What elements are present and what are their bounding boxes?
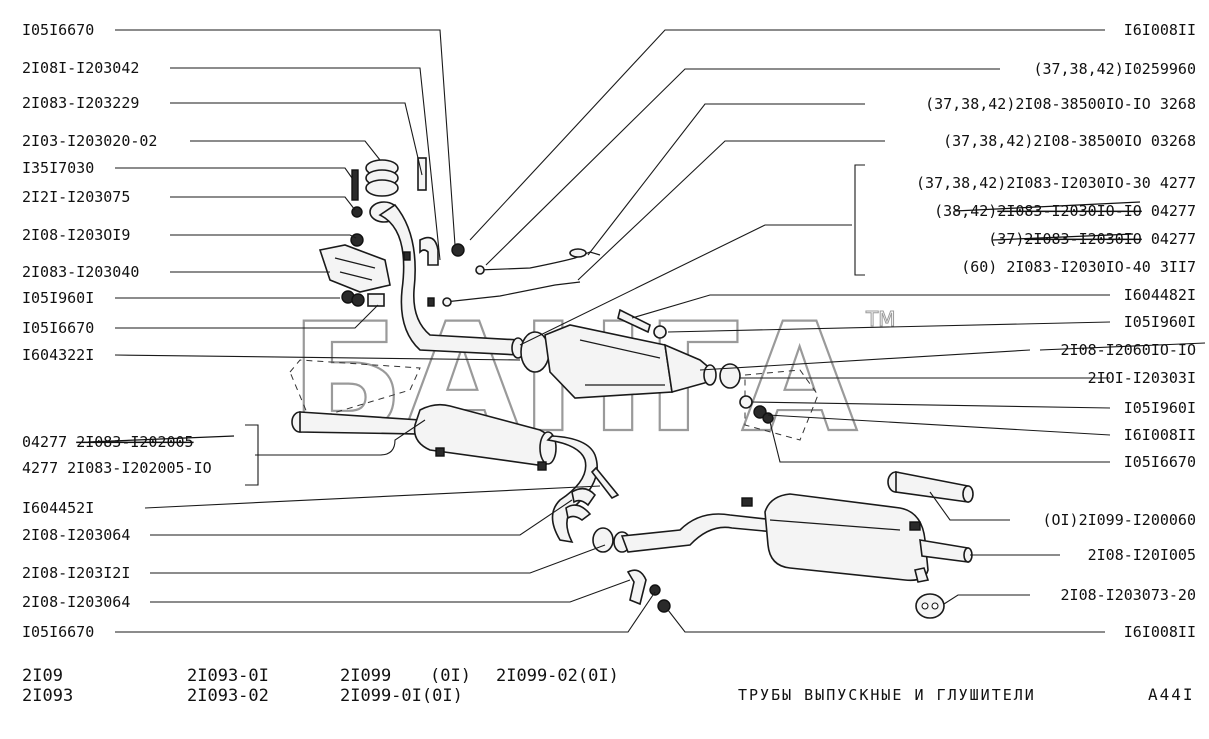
- model-code: 2I093: [22, 686, 73, 706]
- callout-label: I05I6670: [22, 21, 94, 39]
- callout-label: 2I083-I203040: [22, 263, 139, 281]
- bolt: [617, 308, 651, 334]
- leader-lines: [114, 29, 1111, 633]
- callout-label: 2I08-I203073-20: [1061, 586, 1196, 604]
- model-code: 2I093-02: [187, 686, 269, 706]
- model-code: 2I099: [340, 666, 391, 686]
- callout-label: 2I08-I203064: [22, 526, 130, 544]
- nut: [762, 412, 774, 424]
- dashed-frame-left: [289, 359, 421, 421]
- callout-label: I05I960I: [1124, 399, 1196, 417]
- rubber-hanger: [915, 593, 945, 619]
- callout-label: I05I960I: [22, 289, 94, 307]
- callout-label: I05I960I: [1124, 313, 1196, 331]
- callout-label: 2I08-I203OI9: [22, 226, 130, 244]
- hanger: [565, 504, 592, 521]
- nut: [451, 243, 465, 257]
- stud: [351, 169, 359, 201]
- variant-row: 04277 2I083-I202005: [22, 433, 194, 451]
- model-code: 2I09: [22, 666, 63, 686]
- catalytic-converter: [520, 324, 717, 399]
- right-labels: I6I008II (37,38,42)I0259960 (37,38,42)2I…: [925, 21, 1196, 641]
- variant-row: (37,38,42)2I083-I2030IO-30 4277: [916, 174, 1196, 192]
- page-title: ТРУБЫ ВЫПУСКНЫЕ И ГЛУШИТЕЛИ: [738, 686, 1036, 704]
- page-code: A44I: [1148, 685, 1195, 704]
- washer: [739, 395, 753, 409]
- exhaust-parts: [289, 157, 974, 619]
- callout-label: 2I08-I2060IO-IO: [1061, 341, 1196, 359]
- intermediate-pipe: [620, 513, 776, 553]
- callout-label: 2I03-I203020-02: [22, 132, 157, 150]
- small-nut: [427, 297, 435, 307]
- callout-label: 2I083-I203229: [22, 94, 139, 112]
- sensor-wire: [444, 281, 581, 303]
- callout-label: I604452I: [22, 499, 94, 517]
- elbow-tube: [419, 236, 439, 266]
- nut: [657, 599, 671, 613]
- front-muffler: [291, 403, 598, 544]
- hanger: [571, 487, 597, 507]
- variant-bracket-right: [854, 164, 865, 276]
- callout-label: I6I008II: [1124, 21, 1196, 39]
- callout-label: 2I2I-I203075: [22, 188, 130, 206]
- model-code: 2I099-02(0I): [496, 666, 619, 686]
- callout-label: I35I7030: [22, 159, 94, 177]
- rear-hanger: [626, 569, 647, 606]
- callout-label: 2I08-I203064: [22, 593, 130, 611]
- callout-label: I6I008II: [1124, 426, 1196, 444]
- callout-label: I05I6670: [22, 623, 94, 641]
- callout-label: I05I6670: [22, 319, 94, 337]
- variant-row: (60) 2I083-I2030IO-40 3II7: [961, 258, 1196, 276]
- struck-code: 2I083-I202005: [76, 433, 193, 451]
- small-nut: [403, 251, 411, 261]
- struck-code: 2I083-I2030IO: [1024, 230, 1141, 248]
- model-code: (0I): [430, 666, 471, 686]
- callout-label: I604322I: [22, 346, 94, 364]
- callout-label: 2I08-I20I005: [1088, 546, 1196, 564]
- callout-label: 2IOI-I20303I: [1088, 369, 1196, 387]
- callout-label: 2I08I-I203042: [22, 59, 139, 77]
- left-labels: I05I6670 2I08I-I203042 2I083-I203229 2I0…: [22, 21, 157, 641]
- bolt: [590, 466, 620, 500]
- struck-code: 2I083-I2030IO-IO: [997, 202, 1142, 220]
- model-code: 2I093-0I: [187, 666, 269, 686]
- callout-label: I6I008II: [1124, 623, 1196, 641]
- callout-label: (37,38,42)2I08-38500IO-IO 3268: [925, 95, 1196, 113]
- callout-label: (37,38,42)2I08-38500IO 03268: [943, 132, 1196, 150]
- variant-group-left: 04277 2I083-I202005 4277 2I083-I202005-I…: [22, 433, 235, 477]
- variant-row: 4277 2I083-I202005-IO: [22, 459, 212, 477]
- model-list: 2I09 2I093 2I093-0I 2I093-02 2I099 2I099…: [22, 666, 619, 706]
- rear-muffler: [741, 493, 973, 583]
- tail-pipe: [887, 471, 974, 503]
- variant-group-right: (37,38,42)2I083-I2030IO-30 4277 (38,42)2…: [916, 174, 1196, 276]
- clamp-ring: [719, 363, 741, 389]
- callout-label: (37,38,42)I0259960: [1033, 60, 1196, 78]
- nut: [649, 584, 661, 596]
- callout-label: (OI)2I099-I200060: [1042, 511, 1196, 529]
- rubber-ring: [592, 527, 614, 553]
- variant-bracket-left: [245, 424, 259, 486]
- washer: [351, 293, 365, 307]
- callout-label: I604482I: [1124, 286, 1196, 304]
- model-code: 2I099-0I(0I): [340, 686, 463, 706]
- washer: [653, 325, 667, 339]
- nut: [753, 405, 767, 419]
- bolt-head: [367, 293, 385, 307]
- sensor-wire: [477, 251, 601, 271]
- callout-label: I05I6670: [1124, 453, 1196, 471]
- bracket: [318, 244, 391, 293]
- variant-row: (38,42)2I083-I2030IO-IO 04277: [934, 202, 1196, 220]
- callout-label: 2I08-I203I2I: [22, 564, 130, 582]
